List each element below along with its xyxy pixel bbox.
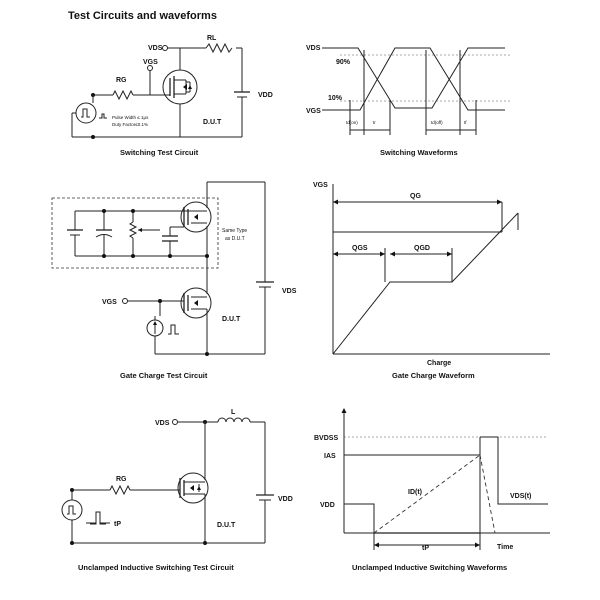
pct10-label: 10% — [328, 95, 343, 102]
dut-label: D.U.T — [203, 119, 222, 126]
vds-label: VDS — [148, 45, 163, 52]
gate-charge-test-circuit-caption: Gate Charge Test Circuit — [120, 371, 208, 380]
same-type-line2: as D.U.T — [225, 236, 245, 242]
time-axis-label: Time — [497, 544, 513, 551]
uis-test-circuit: VDS L RG VDD D.U.T tP — [61, 409, 293, 545]
vdd-uis-label: VDD — [278, 496, 293, 503]
gate-charge-waveform-caption: Gate Charge Waveform — [392, 371, 475, 380]
gate-charge-waveform: VGS QG QGS QGD Charge — [313, 182, 550, 367]
qg-label: QG — [410, 193, 421, 200]
vgs-label: VGS — [143, 59, 158, 66]
rg-uis-label: RG — [116, 476, 127, 483]
uis-waveforms: BVDSS IAS ID(t) VDS(t) VDD tP Time — [314, 408, 550, 552]
tf-label: tf — [464, 120, 467, 125]
duty-factor-text: Duty Factor≤0.1% — [112, 122, 148, 127]
td-on-label: td(on) — [346, 120, 358, 125]
vgs-gc-label: VGS — [102, 299, 117, 306]
vds-wave-label: VDS — [306, 45, 321, 52]
l-label: L — [231, 409, 236, 416]
tp-uisw-label: tP — [422, 545, 429, 552]
vdd-label: VDD — [258, 92, 273, 99]
rg-label: RG — [116, 77, 127, 84]
switching-test-circuit-caption: Switching Test Circuit — [120, 148, 199, 157]
charge-axis-label: Charge — [427, 360, 451, 367]
vgs-gcw-label: VGS — [313, 182, 328, 189]
vds-t-label: VDS(t) — [510, 493, 531, 500]
page-title: Test Circuits and waveforms — [68, 10, 217, 22]
pulse-width-text: Pulse Width ≤ 1μs — [112, 115, 149, 120]
dut-uis-label: D.U.T — [217, 522, 236, 529]
rl-label: RL — [207, 35, 217, 42]
vgs-wave-label: VGS — [306, 108, 321, 115]
tr-label: tr — [373, 120, 376, 125]
qgs-label: QGS — [352, 245, 368, 252]
switching-waveforms: VDS VGS 90% 10% td(on) tr td(off) tf — [306, 45, 510, 135]
tp-uis-label: tP — [114, 521, 121, 528]
gate-charge-test-circuit: Same Type as D.U.T VDS VGS D.U.T — [51, 181, 297, 356]
uis-waveforms-caption: Unclamped Inductive Switching Waveforms — [352, 563, 508, 572]
ias-label: IAS — [324, 453, 336, 460]
td-off-label: td(off) — [431, 120, 443, 125]
vds-uis-label: VDS — [155, 420, 170, 427]
switching-waveforms-caption: Switching Waveforms — [380, 148, 458, 157]
qgd-label: QGD — [414, 245, 430, 252]
same-type-line1: Same Type — [222, 228, 247, 234]
vds-gc-label: VDS — [282, 288, 297, 295]
dut-gc-label: D.U.T — [222, 316, 241, 323]
uis-test-circuit-caption: Unclamped Inductive Switching Test Circu… — [78, 563, 234, 572]
bvdss-label: BVDSS — [314, 435, 338, 442]
pct90-label: 90% — [336, 59, 351, 66]
vdd-uisw-label: VDD — [320, 502, 335, 509]
id-label: ID(t) — [408, 489, 422, 496]
switching-test-circuit: Pulse Width ≤ 1μs Duty Factor≤0.1% VDS R… — [71, 35, 273, 139]
